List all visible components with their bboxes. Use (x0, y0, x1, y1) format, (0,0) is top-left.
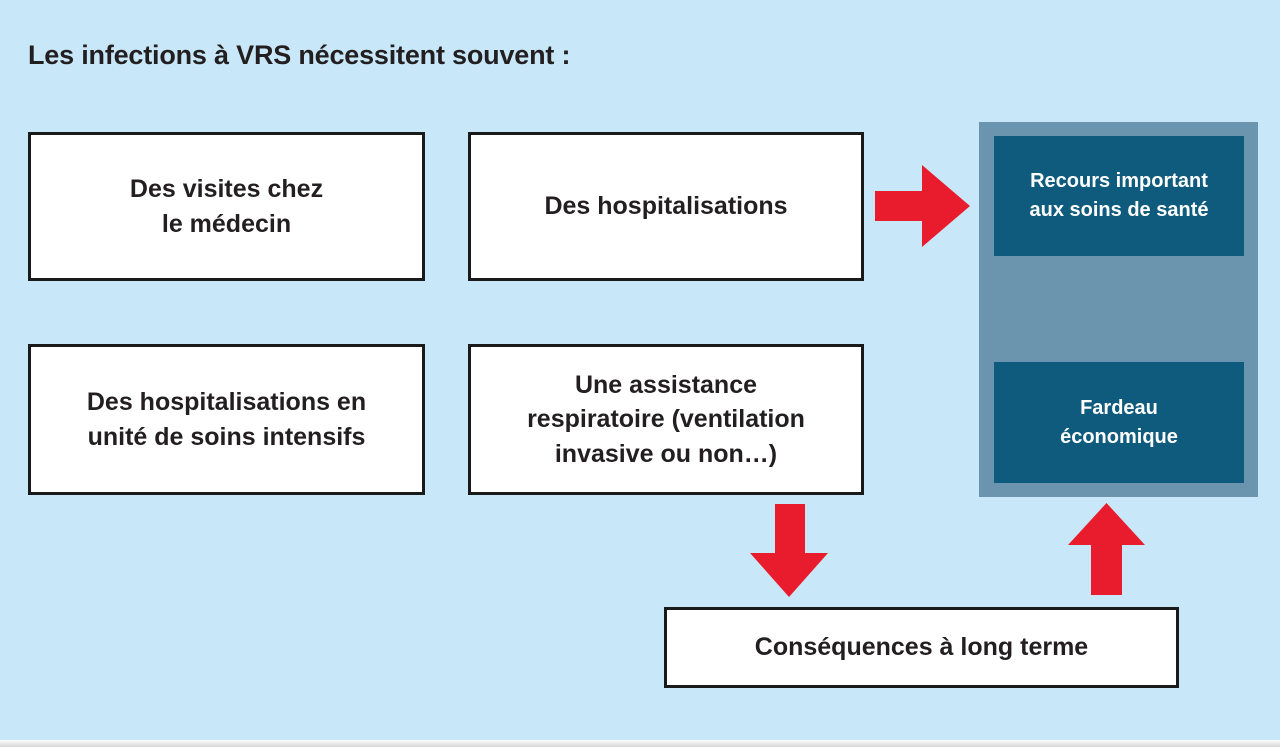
box-icu-stays: Des hospitalisations en unité de soins i… (28, 344, 425, 495)
page-title: Les infections à VRS nécessitent souvent… (28, 40, 571, 70)
box-long-term-consequences: Conséquences à long terme (664, 607, 1179, 688)
box-long-term-consequences-label: Conséquences à long terme (754, 633, 1089, 662)
box-doctor-visits-label: Des visites chez le médecin (129, 175, 324, 238)
box-economic-burden: Fardeau économique (994, 362, 1244, 483)
box-healthcare-use: Recours important aux soins de santé (994, 136, 1244, 256)
arrow-down-icon (750, 504, 828, 597)
box-respiratory-support: Une assistance respiratoire (ventilation… (468, 344, 864, 495)
box-healthcare-use-label: Recours important aux soins de santé (1029, 170, 1209, 221)
box-hospitalizations: Des hospitalisations (468, 132, 864, 281)
box-doctor-visits: Des visites chez le médecin (28, 132, 425, 281)
box-hospitalizations-label: Des hospitalisations (544, 192, 788, 221)
page-bottom-edge (0, 740, 1280, 747)
box-respiratory-support-label: Une assistance respiratoire (ventilation… (527, 370, 805, 468)
outcomes-panel: Recours important aux soins de santé Far… (979, 122, 1258, 497)
box-icu-stays-label: Des hospitalisations en unité de soins i… (86, 388, 367, 451)
arrow-up-icon (1068, 503, 1145, 595)
box-economic-burden-label: Fardeau économique (1060, 396, 1178, 448)
arrow-right-icon (875, 165, 970, 247)
